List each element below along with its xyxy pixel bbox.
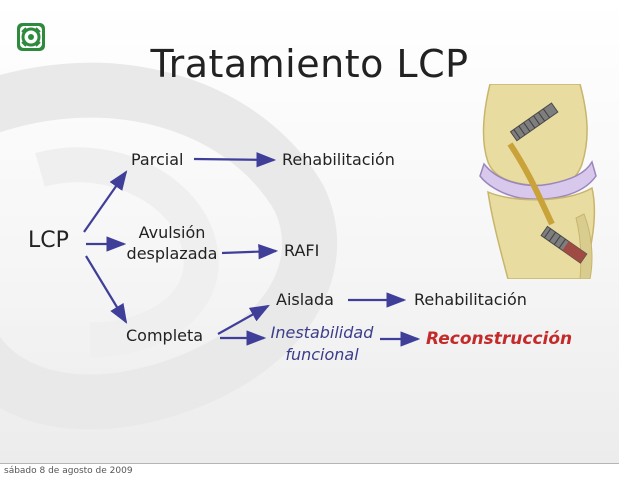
knee-joint-illustration bbox=[479, 84, 597, 279]
node-inestabilidad-line2: funcional bbox=[285, 345, 359, 364]
node-avulsion: Avulsión desplazada bbox=[124, 222, 220, 264]
arrow-lcp-completa bbox=[85, 255, 128, 324]
node-parcial: Parcial bbox=[131, 150, 184, 169]
node-avulsion-line1: Avulsión bbox=[138, 223, 206, 242]
node-parcial-rehab: Rehabilitación bbox=[282, 150, 395, 169]
node-lcp: LCP bbox=[28, 228, 69, 253]
arrow-parcial-rehab bbox=[193, 152, 277, 168]
node-completa: Completa bbox=[126, 326, 204, 345]
flowchart-arrows bbox=[83, 152, 421, 347]
node-aislada: Aislada bbox=[276, 290, 334, 309]
arrow-completa-aislada bbox=[217, 304, 270, 335]
arrow-lcp-parcial bbox=[83, 170, 128, 233]
node-rafi: RAFI bbox=[284, 241, 320, 260]
green-emblem-icon bbox=[17, 23, 45, 51]
footer-date: sábado 8 de agosto de 2009 bbox=[4, 466, 133, 476]
arrow-avulsion-rafi bbox=[221, 243, 279, 260]
background-watermark bbox=[0, 62, 338, 430]
node-inestabilidad-line1: Inestabilidad bbox=[270, 323, 374, 342]
node-inestabilidad: Inestabilidad funcional bbox=[264, 322, 380, 366]
slide: Tratamiento LCP bbox=[0, 0, 619, 463]
node-avulsion-line2: desplazada bbox=[126, 244, 218, 263]
slide-footer: sábado 8 de agosto de 2009 bbox=[0, 463, 619, 481]
node-aislada-rehab: Rehabilitación bbox=[414, 290, 527, 309]
node-reconstruccion: Reconstrucción bbox=[426, 329, 573, 349]
slide-title: Tratamiento LCP bbox=[150, 42, 469, 86]
